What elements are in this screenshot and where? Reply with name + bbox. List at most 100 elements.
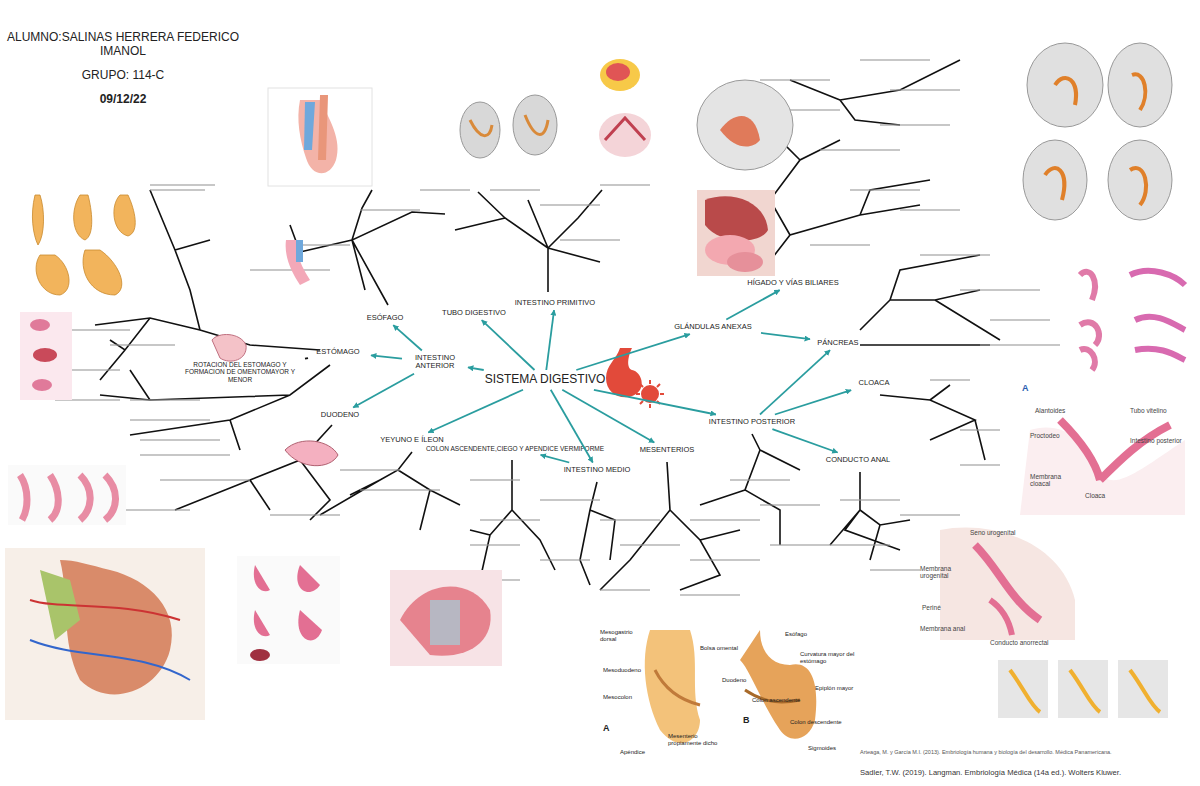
stomach-shapes xyxy=(32,195,135,295)
part-label: Membrana cloacal xyxy=(1030,473,1080,488)
part-label: Tubo vitelino xyxy=(1130,407,1190,414)
pink-stomach-series xyxy=(237,556,340,664)
node-text: ESÓFAGO xyxy=(355,314,415,323)
node-text: DUODENO xyxy=(310,411,370,420)
node-text: ESTÓMAGO xyxy=(308,348,368,357)
panel-letter: A xyxy=(603,723,615,733)
part-label: Periné xyxy=(922,604,962,611)
node-text: YEYUNO E ÍLEON xyxy=(372,436,452,445)
part-label: Seno urogenital xyxy=(970,529,1040,536)
topic-label: CLOACA xyxy=(852,379,897,388)
date-label: 09/12/22 xyxy=(63,93,183,107)
connector-arrow xyxy=(594,390,716,415)
topic-label: TUBO DIGESTIVO xyxy=(434,309,514,318)
node-text: TUBO DIGESTIVO xyxy=(434,309,514,318)
part-label: Membrana anal xyxy=(920,625,980,632)
panel-letter: B xyxy=(743,715,755,725)
part-label: Membrana urogenital xyxy=(920,565,980,580)
faint-text-strips xyxy=(40,60,1060,595)
topic-label: DUODENO xyxy=(310,411,370,420)
node-text: CONDUCTO ANAL xyxy=(818,456,898,465)
node-text: MESENTERIOS xyxy=(632,446,702,455)
duodenum-illustrations xyxy=(8,441,338,525)
topic-label: ESÓFAGO xyxy=(355,314,415,323)
node-text: GLÁNDULAS ANEXAS xyxy=(668,323,758,332)
panel-letter: A xyxy=(1022,383,1034,393)
part-label: Mesogastrio dorsal xyxy=(600,629,650,643)
stomach-icon xyxy=(606,348,664,408)
connector-arrow xyxy=(393,325,422,350)
topic-label: MESENTERIOS xyxy=(632,446,702,455)
connector-arrow xyxy=(726,290,779,319)
connector-arrow xyxy=(541,455,570,463)
topic-label: COLON ASCENDENTE,CIEGO Y APENDICE VERMIF… xyxy=(415,445,615,452)
connector-arrow xyxy=(761,333,810,339)
topic-label: PÁNCREAS xyxy=(813,339,863,348)
topic-label: INTESTINO MEDIO xyxy=(555,466,640,475)
cloaca-illustration xyxy=(1020,420,1185,515)
branch-lines xyxy=(95,60,1000,590)
connector-arrow xyxy=(760,350,830,414)
part-label: Colon ascendente xyxy=(752,697,807,704)
node-text: COLON ASCENDENTE,CIEGO Y APENDICE VERMIF… xyxy=(415,445,615,452)
reference: Arteaga, M. y García M.I. (2013). Embrio… xyxy=(860,749,1200,755)
node-text: INTESTINO POSTERIOR xyxy=(702,418,802,427)
colon-illustration xyxy=(390,570,502,666)
part-label: Mesenterio propiamente dicho xyxy=(668,733,723,747)
central-topic: SISTEMA DIGESTIVO xyxy=(480,373,610,387)
group-label: GRUPO: 114-C xyxy=(43,69,203,83)
connector-arrow xyxy=(775,390,851,414)
cloaca-sequence xyxy=(998,660,1168,718)
part-label: Epiplón mayor xyxy=(815,685,855,692)
connector-arrow xyxy=(482,320,535,370)
part-label: Cloaca xyxy=(1085,492,1125,499)
topic-label: CONDUCTO ANAL xyxy=(818,456,898,465)
connector-arrow xyxy=(468,367,484,370)
topic-label: ESTÓMAGO xyxy=(308,348,368,357)
topic-label: INTESTINO POSTERIOR xyxy=(702,418,802,427)
part-label: Mesoduodeno xyxy=(603,667,653,674)
node-text: INTESTINO PRIMITIVO xyxy=(508,299,603,308)
node-text: INTESTINO ANTERIOR xyxy=(405,354,465,371)
small-pink-images xyxy=(20,240,310,400)
part-label: Apéndice xyxy=(620,749,660,756)
node-text: INTESTINO MEDIO xyxy=(555,466,640,475)
part-label: Colon descendente xyxy=(790,719,845,726)
node-text: PÁNCREAS xyxy=(813,339,863,348)
node-text: HÍGADO Y VÍAS BILIARES xyxy=(738,279,848,288)
part-label: Esófago xyxy=(785,631,825,638)
connector-arrow xyxy=(353,374,414,408)
node-text: CLOACA xyxy=(852,379,897,388)
part-label: Bolsa omental xyxy=(700,645,750,652)
topic-label: ROTACION DEL ESTOMAGO Y FORMACION DE OME… xyxy=(175,361,305,383)
esophagus-illustration xyxy=(268,88,372,186)
topic-label: YEYUNO E ÍLEON xyxy=(372,436,452,445)
node-text: ROTACION DEL ESTOMAGO Y FORMACION DE OME… xyxy=(175,361,305,383)
connector-arrow xyxy=(305,357,308,359)
part-label: Duodeno xyxy=(722,677,762,684)
author-name: ALUMNO:SALINAS HERRERA FEDERICO IMANOL xyxy=(3,31,243,59)
connector-arrow xyxy=(562,390,654,443)
node-text: SISTEMA DIGESTIVO xyxy=(480,373,610,387)
connector-arrow xyxy=(428,390,523,433)
part-label: Conducto anorrectal xyxy=(990,639,1070,646)
connector-arrow xyxy=(576,334,690,370)
stomach-anatomy-illustration xyxy=(5,548,205,720)
connector-arrow xyxy=(546,310,554,370)
embryo-illustrations-right xyxy=(1023,43,1172,220)
reference: Sadler, T.W. (2019). Langman. Embriologí… xyxy=(860,769,1200,778)
part-label: Proctodeo xyxy=(1030,432,1075,439)
part-label: Alantoides xyxy=(1035,407,1085,414)
topic-label: HÍGADO Y VÍAS BILIARES xyxy=(738,279,848,288)
liver-illustration xyxy=(697,190,775,276)
connector-arrow xyxy=(371,355,402,358)
part-label: Sigmoides xyxy=(808,745,853,752)
part-label: Mesocolon xyxy=(603,694,648,701)
topic-label: GLÁNDULAS ANEXAS xyxy=(668,323,758,332)
topic-label: INTESTINO PRIMITIVO xyxy=(508,299,603,308)
mesentery-illustration xyxy=(645,630,816,743)
topic-label: INTESTINO ANTERIOR xyxy=(405,354,465,371)
pancreas-illustrations xyxy=(1080,271,1185,370)
